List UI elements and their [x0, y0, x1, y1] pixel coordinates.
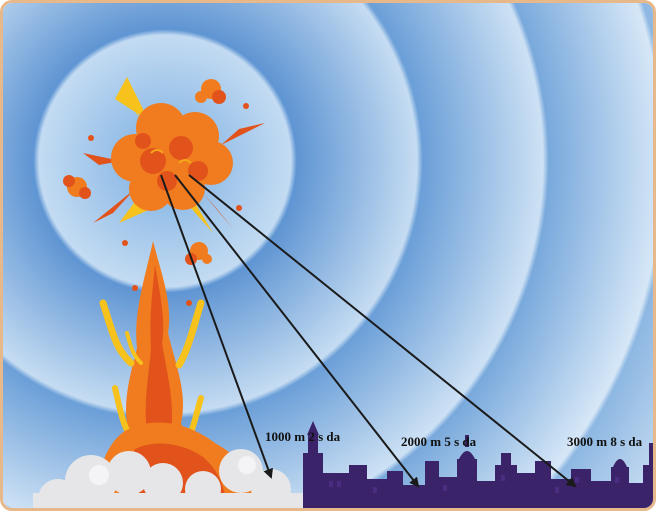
explosion-shockwave-diagram	[3, 3, 653, 508]
explosion-burst	[63, 77, 265, 306]
arrow-to-2000m	[174, 174, 420, 488]
distance-label-2000m: 2000 m 5 s da	[401, 434, 477, 449]
arrow-to-3000m	[188, 174, 577, 488]
shockwave-rings	[3, 3, 653, 508]
distance-label-1000m: 1000 m 2 s da	[265, 429, 341, 444]
city-skyline	[303, 421, 653, 508]
city-windows	[329, 475, 619, 493]
arrow-to-1000m	[160, 174, 273, 479]
distance-arrows	[160, 174, 577, 488]
smoke-clouds	[33, 449, 303, 508]
distance-label-3000m: 3000 m 8 s da	[567, 434, 643, 449]
